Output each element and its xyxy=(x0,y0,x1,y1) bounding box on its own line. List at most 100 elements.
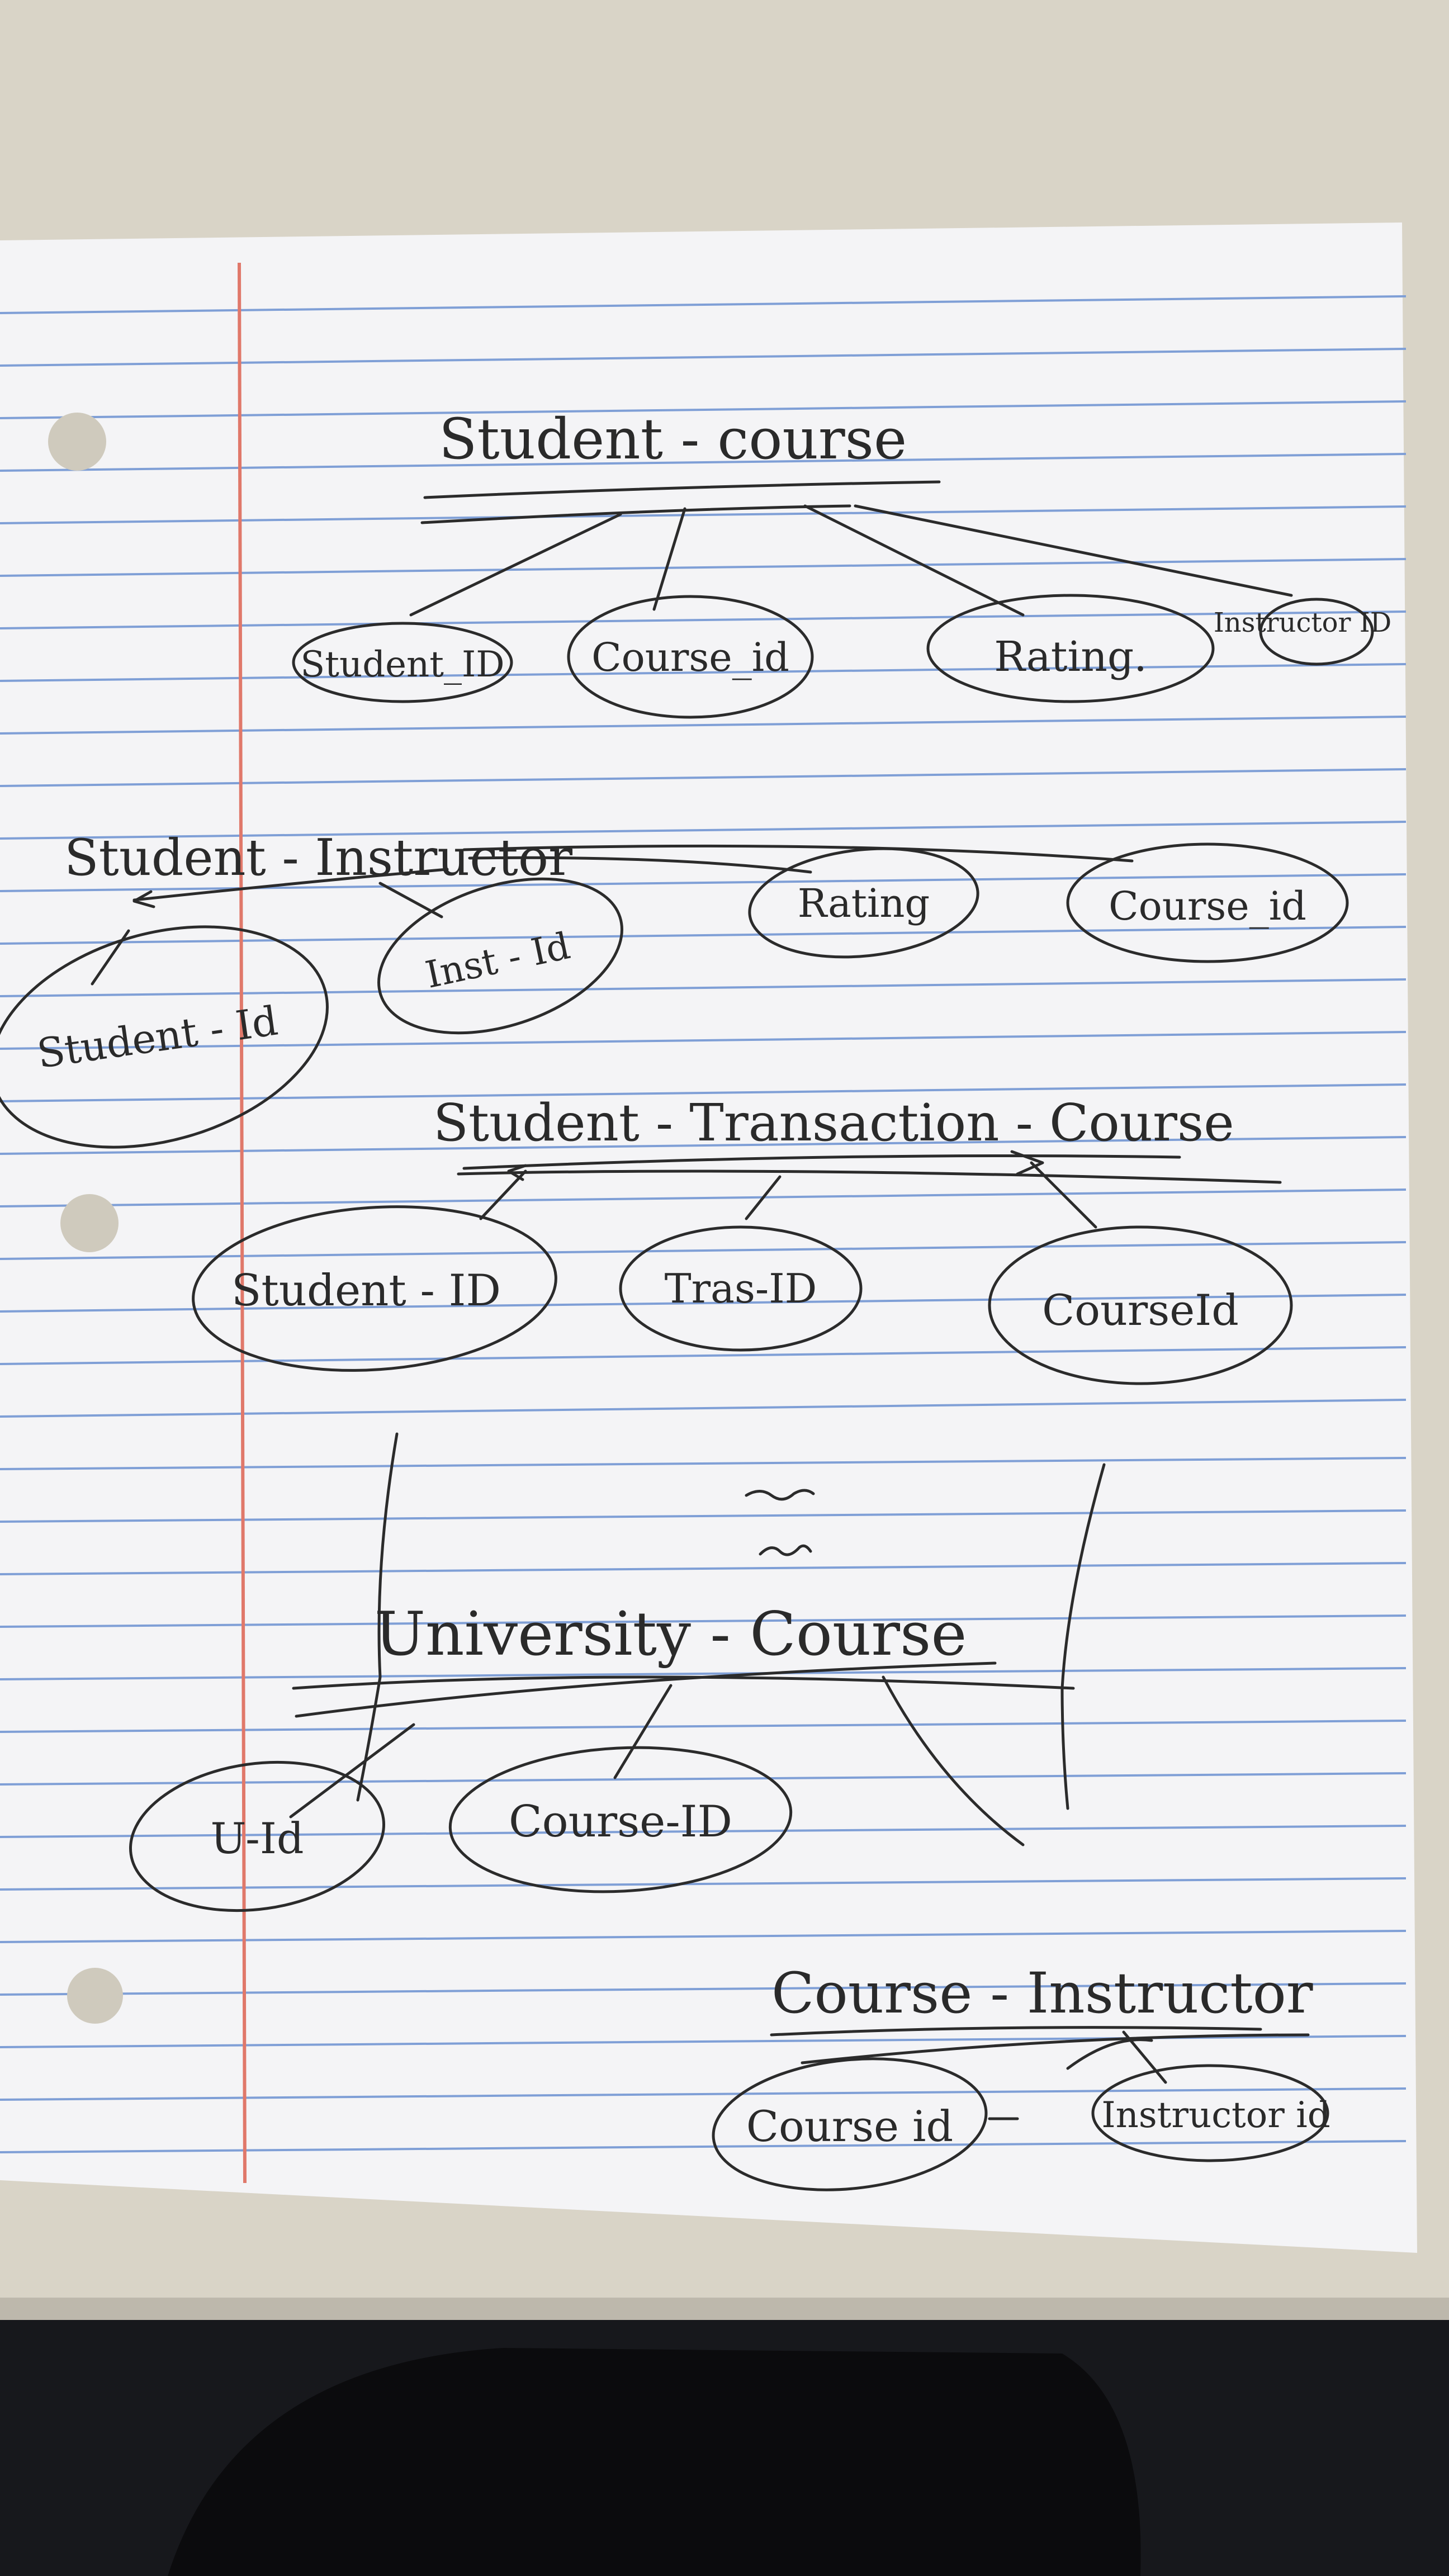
attribute-oval xyxy=(1259,598,1374,666)
punch-hole xyxy=(48,413,106,471)
ruled-line xyxy=(0,1136,1407,1155)
ruled-line xyxy=(0,1509,1407,1523)
attribute-label: Course_id xyxy=(1109,883,1306,929)
attribute-oval xyxy=(192,1205,557,1372)
attribute-label: U-Id xyxy=(210,1813,304,1863)
attribute-oval xyxy=(129,1760,386,1912)
ruled-line xyxy=(0,1457,1407,1470)
ruled-line xyxy=(0,1346,1407,1365)
connector-line xyxy=(613,1684,673,1779)
attribute-oval xyxy=(1091,2064,1329,2162)
connector-line xyxy=(745,1175,782,1220)
attribute-oval xyxy=(988,1225,1293,1385)
diagram-student-course: Student - course Student_ID Course_id Ra… xyxy=(292,406,1391,719)
attribute-label: CourseId xyxy=(1042,1285,1239,1335)
punch-hole xyxy=(67,1968,123,2024)
title-underline xyxy=(462,844,1134,863)
ruled-line xyxy=(0,1294,1407,1313)
bracket-line xyxy=(356,1432,399,1802)
ruled-line xyxy=(0,1825,1407,1838)
attribute-label: Rating. xyxy=(994,633,1147,681)
ruled-line xyxy=(0,1772,1407,1786)
ruled-line xyxy=(0,1930,1407,1943)
ruled-line xyxy=(0,1241,1407,1260)
ruled-line xyxy=(0,1188,1407,1208)
connector-line xyxy=(409,513,622,617)
ruled-lines xyxy=(0,295,1407,2153)
arrowhead xyxy=(1010,1150,1044,1176)
diagram-title: Course - Instructor xyxy=(771,1961,1313,2026)
ruled-line xyxy=(0,821,1407,840)
attribute-label: Course_id xyxy=(591,634,789,680)
attribute-oval xyxy=(448,1746,793,1893)
title-underline xyxy=(132,868,449,902)
attribute-oval xyxy=(292,622,513,703)
connector-line xyxy=(803,504,1025,617)
title-underline xyxy=(801,2033,1310,2064)
ruled-line xyxy=(0,348,1407,367)
title-underline xyxy=(292,1675,1075,1690)
connector-line xyxy=(479,1169,527,1220)
ruled-line xyxy=(0,453,1407,472)
punch-hole xyxy=(60,1194,119,1252)
ruled-line xyxy=(0,1614,1407,1628)
notebook-paper xyxy=(0,222,1417,2253)
title-underline xyxy=(420,504,851,524)
attribute-label: Course-ID xyxy=(509,1797,732,1847)
attribute-label: Instructor id xyxy=(1101,2095,1330,2136)
attribute-oval xyxy=(619,1225,863,1352)
diagram-title: University - Course xyxy=(375,1599,967,1669)
ruled-line xyxy=(0,978,1407,997)
ruled-line xyxy=(0,926,1407,945)
connector-line xyxy=(882,1675,1025,1846)
title-underline xyxy=(423,480,941,499)
attribute-oval xyxy=(0,925,329,1149)
attribute-label: Tras-ID xyxy=(665,1265,817,1312)
diagram-university-course: University - Course U-Id Course-ID xyxy=(129,1432,1106,1912)
connector-line xyxy=(1066,2038,1153,2070)
ruled-line xyxy=(0,1399,1407,1418)
diagram-student-transaction-course: Student - Transaction - Course Student -… xyxy=(192,1093,1293,1385)
connector-line xyxy=(652,507,686,611)
attribute-oval xyxy=(926,594,1215,703)
attribute-oval xyxy=(377,877,623,1035)
ruled-line xyxy=(0,716,1407,735)
ruled-line xyxy=(0,2087,1407,2101)
bracket-line xyxy=(1060,1463,1106,1810)
connector-line xyxy=(289,1723,415,1819)
margin-line xyxy=(238,262,247,2184)
ruled-line xyxy=(0,663,1407,682)
ruled-line xyxy=(0,1877,1407,1891)
arrowhead xyxy=(132,890,155,908)
scribble-mark xyxy=(745,1489,815,1501)
ruled-line xyxy=(0,400,1407,419)
title-underline xyxy=(462,1154,1181,1170)
attribute-label: Course id xyxy=(746,2101,953,2151)
title-underline xyxy=(457,1169,1282,1184)
title-underline xyxy=(295,1661,997,1718)
diagram-title: Student - Transaction - Course xyxy=(433,1093,1234,1153)
attribute-label: Instructor ID xyxy=(1214,607,1391,638)
ruled-line xyxy=(0,2140,1407,2153)
ruled-line xyxy=(0,505,1407,524)
ruled-line xyxy=(0,610,1407,629)
attribute-oval xyxy=(712,2057,988,2191)
attribute-label: Student_ID xyxy=(300,644,504,685)
connector-line xyxy=(854,504,1293,597)
attribute-label: Student - ID xyxy=(231,1266,501,1316)
floor-object xyxy=(168,2348,1141,2576)
title-underline xyxy=(770,2026,1262,2037)
paper-sheet xyxy=(0,222,1417,2253)
ruled-line xyxy=(0,1031,1407,1050)
arrowhead xyxy=(507,1164,527,1181)
ruled-line xyxy=(0,1562,1407,1575)
ruled-line xyxy=(0,768,1407,787)
attribute-oval xyxy=(748,847,979,959)
ruled-line xyxy=(0,558,1407,577)
ruled-line xyxy=(0,1083,1407,1102)
diagram-title: Student - course xyxy=(439,406,907,472)
ruled-line xyxy=(0,295,1407,314)
attribute-label: Rating xyxy=(798,880,930,926)
title-underline xyxy=(468,856,812,874)
